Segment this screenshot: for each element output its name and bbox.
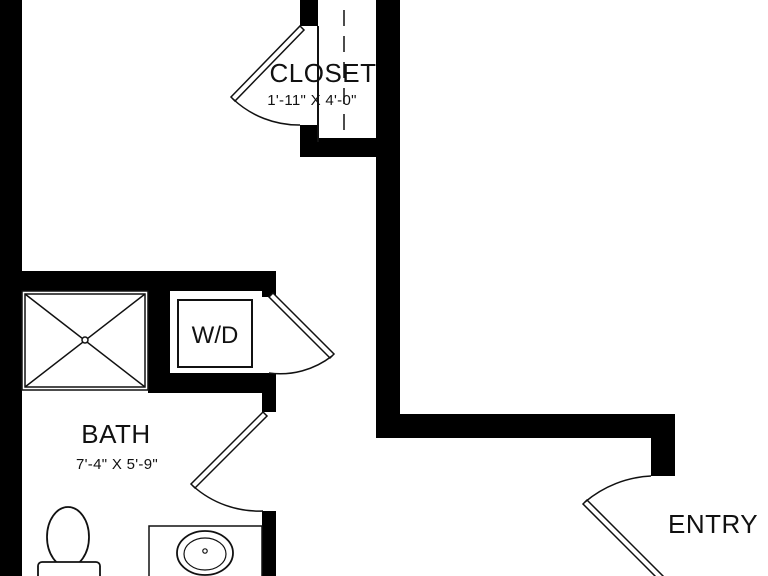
toilet-tank: [37, 561, 101, 576]
wd-door[interactable]: [267, 291, 336, 375]
bath-door-leaf: [189, 410, 269, 490]
sink-basin-outer: [176, 530, 234, 576]
toilet: [37, 506, 101, 576]
shower-drain: [81, 336, 89, 344]
bath-right-wall-upper: [262, 271, 276, 297]
closet-dimensions-label: 1'-11" X 4'-0": [267, 92, 357, 109]
bath-top-wall: [0, 271, 276, 291]
sink: [148, 525, 263, 576]
sink-basin-inner: [183, 537, 227, 571]
entry-wall-stub: [651, 414, 675, 476]
shower-wd-wall: [148, 271, 170, 393]
interior-horizontal-wall: [376, 414, 675, 438]
bath-right-wall-lower: [262, 511, 276, 576]
wd-bottom-wall: [148, 373, 276, 393]
washer-dryer: [177, 291, 336, 375]
shower-inner: [24, 293, 146, 388]
bath-dimensions-label: 7'-4" X 5'-9": [76, 456, 158, 473]
closet-name-label: CLOSET: [269, 58, 376, 88]
sink-drain: [202, 548, 208, 554]
walls: [0, 0, 675, 576]
entry-door-leaf: [581, 498, 665, 576]
shower-outer: [21, 290, 149, 391]
entry-door-swing: [584, 475, 652, 503]
entry-name-label: ENTRY: [668, 509, 758, 539]
closet: [229, 10, 345, 142]
interior-vertical-wall: [376, 0, 400, 438]
wd-label: W/D: [192, 322, 239, 349]
closet-top-left-wall: [300, 0, 318, 26]
bath-door[interactable]: [189, 410, 269, 512]
bath-door-swing: [192, 485, 264, 512]
wd-door-leaf: [267, 291, 336, 360]
closet-door[interactable]: [229, 24, 306, 126]
toilet-bowl: [46, 506, 90, 568]
vanity-counter: [148, 525, 263, 576]
closet-door-swing: [232, 98, 301, 126]
wd-door-swing: [268, 355, 333, 375]
shower: [21, 290, 149, 391]
closet-bottom-wall: [300, 138, 400, 157]
bath-name-label: BATH: [81, 419, 150, 449]
entry-door[interactable]: [581, 475, 665, 576]
wd-box: [177, 299, 253, 368]
bath-right-wall-middle: [262, 373, 276, 412]
